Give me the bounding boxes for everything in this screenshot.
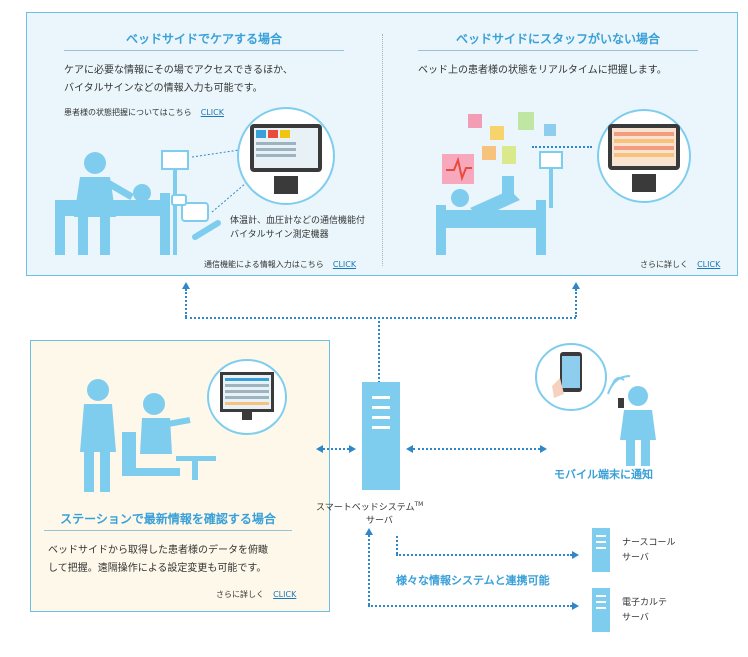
no-staff-more-row: さらに詳しく CLICK <box>640 252 720 271</box>
no-staff-illustration <box>436 151 563 255</box>
station-monitor-zoom <box>207 359 287 435</box>
mobile-device-zoom <box>535 343 607 411</box>
arrow-left-server <box>406 445 413 453</box>
ehr-server-icon <box>592 588 610 632</box>
vital-icons-cluster <box>442 112 556 184</box>
station-title: ステーションで最新情報を確認する場合 <box>60 512 276 526</box>
station-more-text: さらに詳しく <box>216 590 264 599</box>
arrow-right-nurse-call <box>572 551 579 559</box>
connector-right-vertical <box>575 289 577 317</box>
server-name-text: スマートベッドシステム <box>316 503 415 513</box>
panel-divider <box>382 34 383 266</box>
no-staff-more-text: さらに詳しく <box>640 260 688 269</box>
connector-station-server <box>323 448 349 450</box>
bedside-care-title: ベッドサイドでケアする場合 <box>125 32 282 46</box>
station-desc-2: して把握。遠隔操作による設定変更も可能です。 <box>48 563 267 574</box>
nurse-call-server-icon <box>592 528 610 572</box>
title-rule <box>64 50 344 51</box>
patient-status-click-link[interactable]: CLICK <box>200 108 224 117</box>
arrow-up-left <box>182 282 190 289</box>
title-rule <box>44 530 292 531</box>
ehr-label-1: 電子カルテ <box>622 598 668 608</box>
station-click-link[interactable]: CLICK <box>273 590 297 599</box>
nurse-call-label-1: ナースコール <box>622 538 676 548</box>
connector-nurse-call-vertical <box>396 536 398 554</box>
connector-left-vertical <box>185 289 187 317</box>
bedside-terminal-zoom <box>237 107 335 205</box>
patient-status-link-row: 患者様の状態把握についてはこちら CLICK <box>64 100 224 119</box>
arrow-up-right <box>572 282 580 289</box>
comm-link-row: 通信機能による情報入力はこちら CLICK <box>204 252 356 271</box>
trademark: TM <box>414 501 424 508</box>
server-name-2: サーバ <box>366 516 393 526</box>
arrow-right-ehr <box>572 602 579 610</box>
connector-server-down <box>368 535 370 605</box>
integration-label: 様々な情報システムと連携可能 <box>396 574 550 587</box>
arrow-right-server <box>349 445 356 453</box>
station-illustration <box>80 379 216 492</box>
patient-status-link-text: 患者様の状態把握についてはこちら <box>64 108 192 117</box>
mobile-user-figure <box>607 375 656 466</box>
no-staff-terminal-zoom <box>597 109 691 203</box>
connector-to-server <box>378 317 380 383</box>
station-more-row: さらに詳しく CLICK <box>216 582 296 601</box>
device-label-1: 体温計、血圧計などの通信機能付 <box>230 216 366 226</box>
connector-top-horizontal <box>185 317 576 319</box>
bedside-care-desc-2: バイタルサインなどの情報入力も可能です。 <box>64 83 263 94</box>
arrow-left-station <box>316 445 323 453</box>
bedside-care-illustration <box>55 148 247 255</box>
no-staff-connector <box>532 146 592 148</box>
nurse-call-label-2: サーバ <box>622 553 649 563</box>
mobile-notify-label: モバイル端末に通知 <box>554 468 653 481</box>
no-staff-click-link[interactable]: CLICK <box>697 260 721 269</box>
arrow-up-server <box>365 528 373 535</box>
arrow-right-mobile <box>540 445 547 453</box>
no-staff-title: ベッドサイドにスタッフがいない場合 <box>455 32 660 46</box>
connector-server-mobile <box>413 448 540 450</box>
comm-click-link[interactable]: CLICK <box>332 260 357 269</box>
smart-bed-server-icon <box>362 382 400 490</box>
connector-to-ehr <box>368 605 572 607</box>
station-desc-1: ベッドサイドから取得した患者様のデータを俯瞰 <box>48 545 268 556</box>
server-name-1: スマートベッドシステムTM <box>316 498 423 515</box>
ehr-label-2: サーバ <box>622 613 649 623</box>
connector-to-nurse-call <box>396 554 572 556</box>
title-rule <box>418 50 698 51</box>
comm-link-text: 通信機能による情報入力はこちら <box>204 260 324 269</box>
device-label-2: バイタルサイン測定機器 <box>230 230 329 240</box>
bedside-care-desc-1: ケアに必要な情報にその場でアクセスできるほか、 <box>64 65 293 76</box>
no-staff-desc: ベッド上の患者様の状態をリアルタイムに把握します。 <box>418 65 667 76</box>
